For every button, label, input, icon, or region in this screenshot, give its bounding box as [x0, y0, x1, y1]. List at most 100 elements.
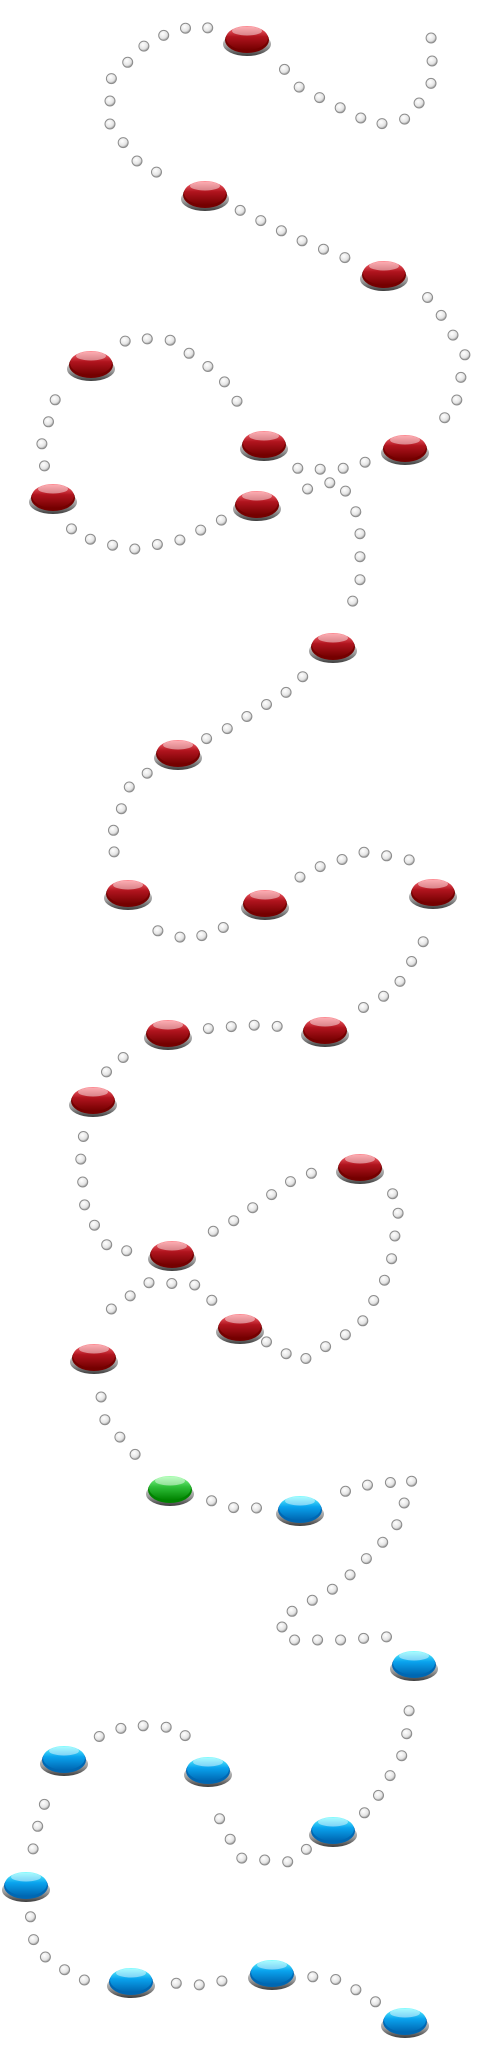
level-node-locked	[183, 1749, 233, 1787]
path-dot	[241, 711, 253, 722]
level-node-completed[interactable]	[147, 1233, 197, 1271]
path-dot	[354, 574, 366, 586]
path-dot	[358, 1002, 369, 1013]
path-dot	[425, 32, 437, 44]
path-dot	[195, 524, 207, 536]
path-dot	[202, 361, 214, 372]
level-node-completed[interactable]	[68, 1079, 118, 1117]
path-dot	[66, 523, 77, 535]
level-node-completed[interactable]	[380, 427, 430, 465]
path-dot	[129, 1448, 141, 1460]
path-dot	[77, 1131, 89, 1142]
path-dot	[228, 1215, 240, 1227]
level-node-completed[interactable]	[300, 1009, 350, 1047]
level-node-completed[interactable]	[222, 18, 272, 56]
level-node-completed[interactable]	[153, 732, 203, 770]
path-dot	[275, 225, 287, 237]
path-dot	[255, 215, 267, 227]
level-button-icon	[2, 1872, 50, 1902]
level-node-completed[interactable]	[240, 882, 290, 920]
path-dot	[320, 1341, 332, 1353]
path-dot	[180, 22, 191, 34]
path-dot	[228, 1502, 240, 1514]
path-dot	[455, 371, 467, 383]
level-node-completed[interactable]	[215, 1306, 265, 1344]
level-button-icon	[40, 1746, 88, 1776]
level-button-icon	[184, 1757, 232, 1787]
path-dot	[101, 1239, 113, 1251]
path-dot	[289, 1634, 301, 1646]
path-dot	[207, 1225, 219, 1237]
level-node-current[interactable]	[145, 1468, 195, 1506]
path-dot	[115, 803, 127, 815]
path-dot	[384, 1477, 396, 1488]
level-node-completed[interactable]	[308, 625, 358, 663]
path-dot	[280, 1348, 292, 1360]
path-dot	[206, 1495, 218, 1507]
path-dot	[38, 1798, 50, 1810]
level-button-icon	[181, 181, 229, 211]
level-button-icon	[276, 1496, 324, 1526]
path-dot	[392, 1207, 404, 1219]
path-dot	[266, 1189, 278, 1201]
path-dot	[307, 1971, 319, 1983]
level-node-completed[interactable]	[408, 871, 458, 909]
level-button-icon	[67, 351, 115, 381]
path-dot	[129, 543, 141, 555]
path-dot	[359, 456, 371, 468]
path-dot	[89, 1219, 100, 1231]
path-dot	[183, 347, 195, 359]
path-dot	[95, 1391, 107, 1403]
level-node-completed[interactable]	[335, 1146, 385, 1184]
path-dot	[285, 1176, 296, 1188]
level-node-completed[interactable]	[103, 872, 153, 910]
path-dot	[381, 1631, 392, 1643]
path-dot	[25, 1911, 36, 1923]
path-dot	[362, 1479, 373, 1491]
level-button-icon	[223, 26, 271, 56]
level-button-icon	[409, 879, 457, 909]
path-dot	[377, 1536, 389, 1548]
path-dot	[403, 854, 415, 866]
path-dot	[358, 1632, 370, 1644]
path-dot	[292, 462, 304, 474]
path-dot	[79, 1199, 91, 1211]
path-dot	[280, 686, 292, 698]
path-dot	[219, 376, 230, 388]
path-dot	[425, 77, 437, 89]
level-button-icon	[248, 1960, 296, 1990]
path-dot	[401, 1728, 413, 1740]
path-dot	[271, 1020, 283, 1032]
path-dot	[426, 55, 438, 67]
level-node-completed[interactable]	[239, 423, 289, 461]
path-dot	[357, 1315, 369, 1327]
path-dot	[151, 539, 163, 550]
path-dot	[164, 334, 176, 346]
level-node-completed[interactable]	[232, 483, 282, 521]
level-node-locked	[39, 1738, 89, 1776]
path-dot	[398, 1497, 410, 1509]
path-dot	[122, 56, 134, 68]
level-node-completed[interactable]	[359, 253, 409, 291]
path-dot	[104, 118, 116, 130]
level-node-completed[interactable]	[66, 343, 116, 381]
level-node-completed[interactable]	[143, 1012, 193, 1050]
path-dot	[214, 1813, 226, 1825]
path-dot	[384, 1770, 396, 1782]
path-dot	[231, 395, 243, 407]
level-node-locked	[106, 1960, 156, 1998]
path-dot	[358, 846, 370, 858]
path-dot	[318, 243, 329, 255]
path-dot	[413, 97, 425, 109]
path-dot	[296, 235, 308, 247]
level-node-completed[interactable]	[28, 476, 78, 514]
path-dot	[27, 1843, 39, 1855]
level-node-locked	[380, 2000, 430, 2038]
level-node-completed[interactable]	[69, 1336, 119, 1374]
level-node-completed[interactable]	[180, 173, 230, 211]
path-dot	[28, 1934, 40, 1946]
level-button-icon	[301, 1017, 349, 1047]
path-dot	[196, 930, 208, 942]
level-button-icon	[390, 1651, 438, 1681]
level-button-icon	[216, 1314, 264, 1344]
